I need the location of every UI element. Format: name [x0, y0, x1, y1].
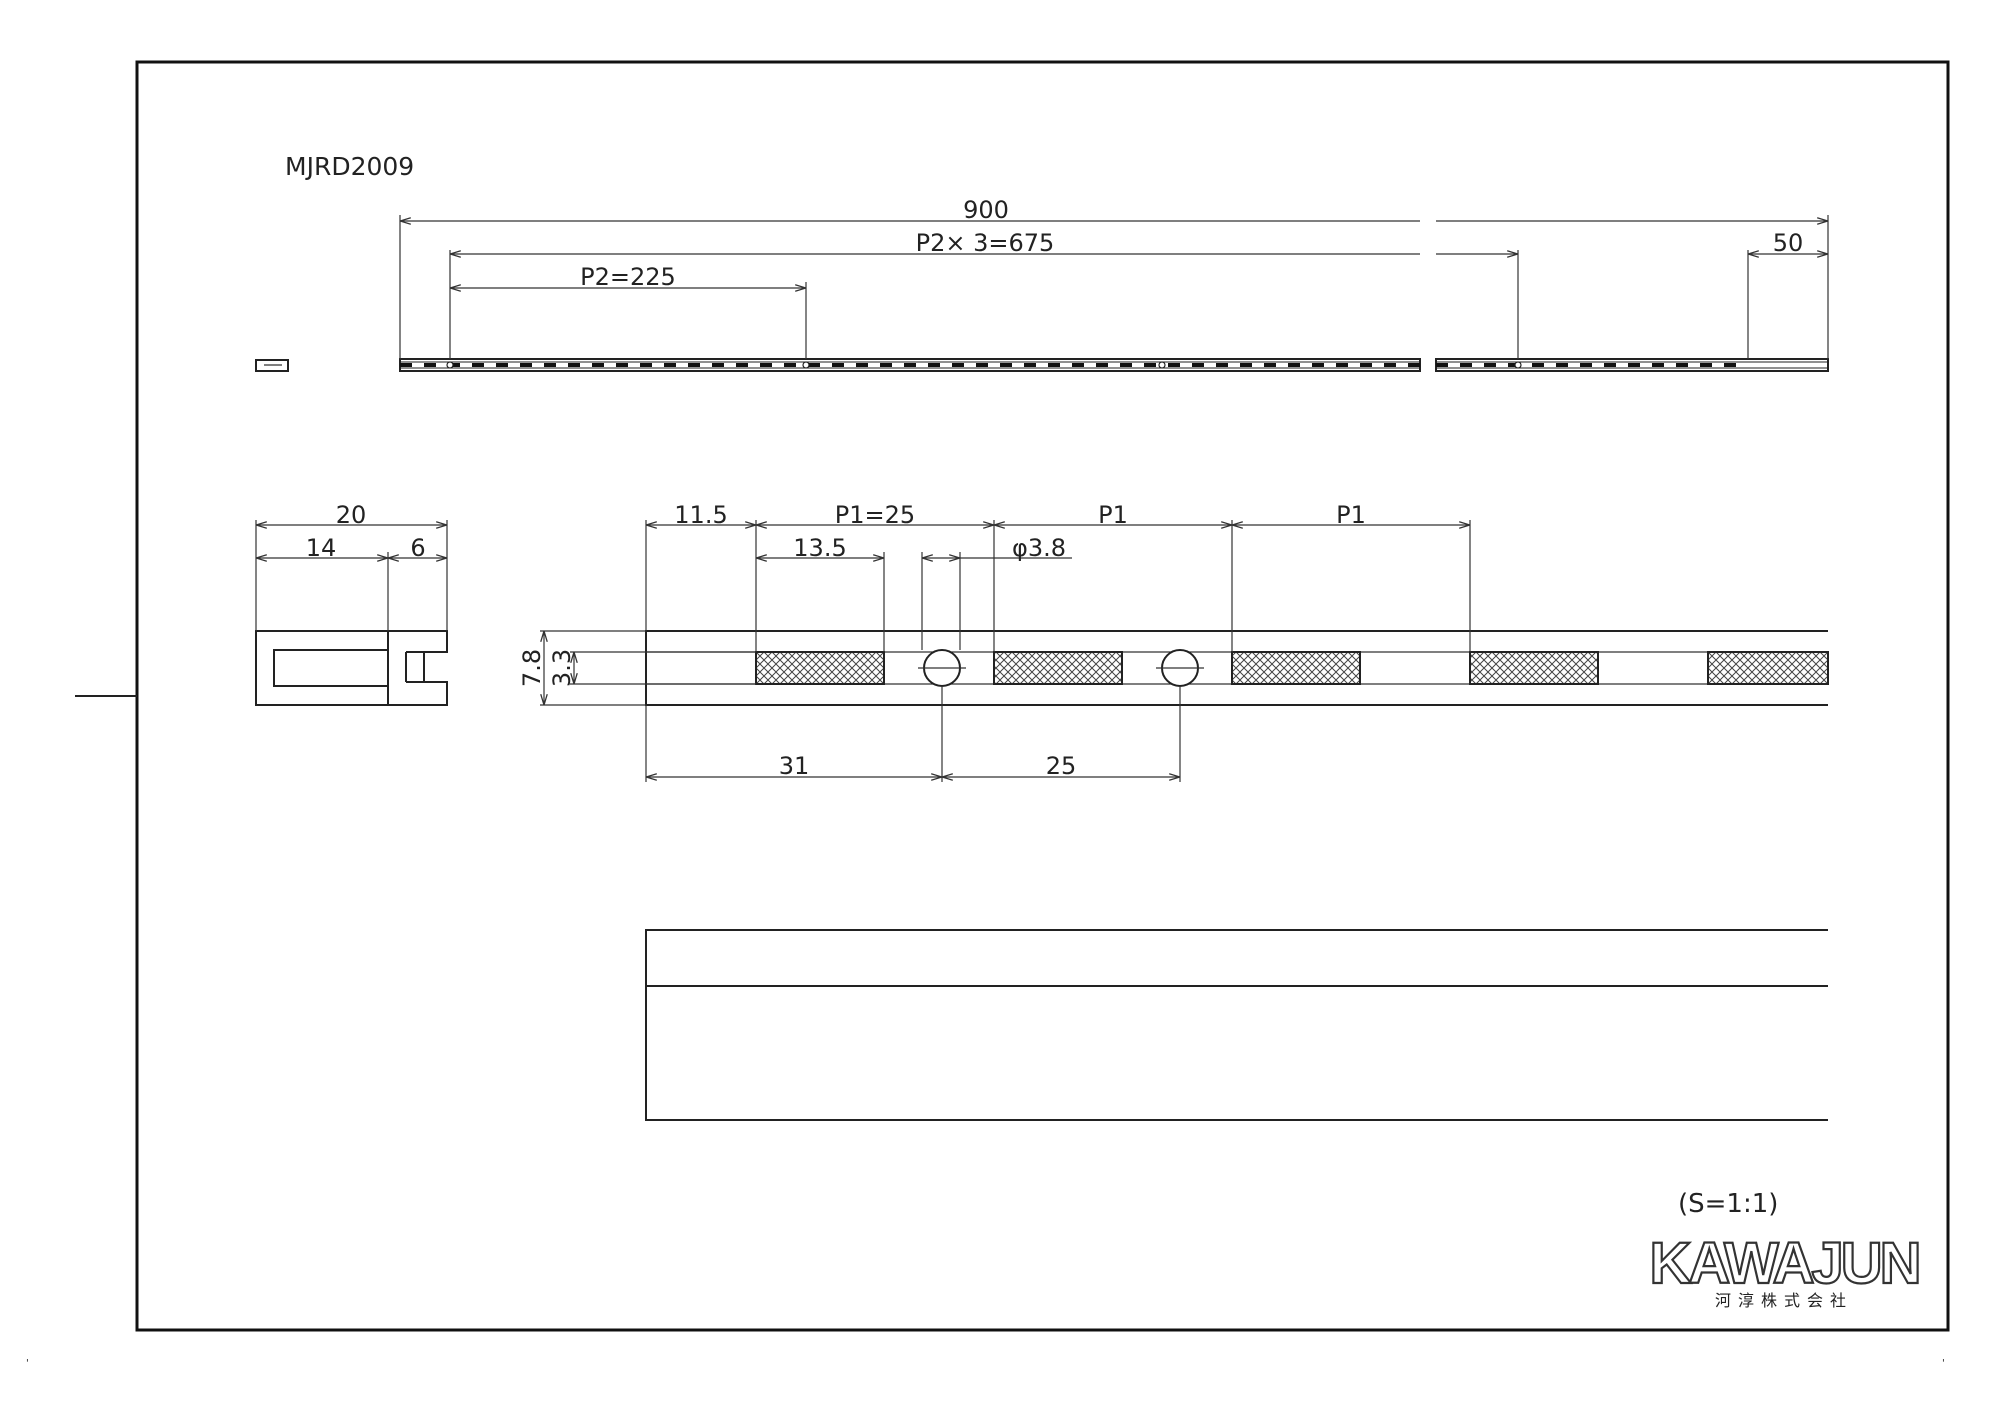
rail-strip-left	[399, 358, 1421, 372]
dim-section-width: 20	[336, 501, 367, 529]
section-profile	[255, 630, 448, 706]
dim-pitch-3: P1	[1336, 501, 1366, 529]
mount-hole	[802, 361, 810, 369]
dim-pitch-single: P2=225	[580, 263, 676, 291]
rail-strip-right	[1435, 358, 1829, 372]
dim-pitch-total: P2× 3=675	[916, 229, 1055, 257]
end-view-symbol	[255, 359, 289, 372]
dim-section-right: 6	[410, 534, 425, 562]
dim-first-slot-offset: 11.5	[674, 501, 727, 529]
dim-hole-pitch: 25	[1046, 752, 1077, 780]
mount-hole	[1514, 361, 1522, 369]
dim-height-total: 7.8	[518, 649, 546, 687]
brand-logo: KAWAJUN	[1649, 1231, 1918, 1296]
dim-pitch-first: P1=25	[835, 501, 915, 529]
part-number: MJRD2009	[285, 152, 414, 181]
detail-view: 11.5 P1=25 P1 P1 13.5 φ3.8 7.8 3.3 31 25	[518, 501, 1829, 782]
dim-slot-height: 3.3	[548, 649, 576, 687]
section-channel	[273, 649, 389, 687]
mount-hole	[446, 361, 454, 369]
dim-overall-length: 900	[963, 196, 1009, 224]
top-view: 900 P2× 3=675 P2=225 50	[255, 196, 1829, 372]
dim-first-hole-offset: 31	[779, 752, 810, 780]
company-name: 河淳株式会社	[1715, 1291, 1853, 1310]
slot	[755, 651, 885, 685]
detail-rail-outline	[645, 630, 1828, 706]
section-view: 20 14 6	[255, 501, 448, 706]
dim-pitch-2: P1	[1098, 501, 1128, 529]
slot	[1469, 651, 1599, 685]
slot	[1707, 651, 1829, 685]
scale-label: (S=1:1)	[1678, 1189, 1778, 1219]
dim-hole-diameter: φ3.8	[1012, 534, 1066, 562]
corner-mark: '	[26, 1358, 29, 1369]
slot	[993, 651, 1123, 685]
dim-section-left: 14	[306, 534, 337, 562]
corner-mark: '	[1942, 1358, 1945, 1369]
mount-hole	[1158, 361, 1166, 369]
slot	[1231, 651, 1361, 685]
dim-slot-length: 13.5	[793, 534, 846, 562]
dim-end-offset: 50	[1773, 229, 1804, 257]
notes-table	[645, 929, 1828, 1121]
